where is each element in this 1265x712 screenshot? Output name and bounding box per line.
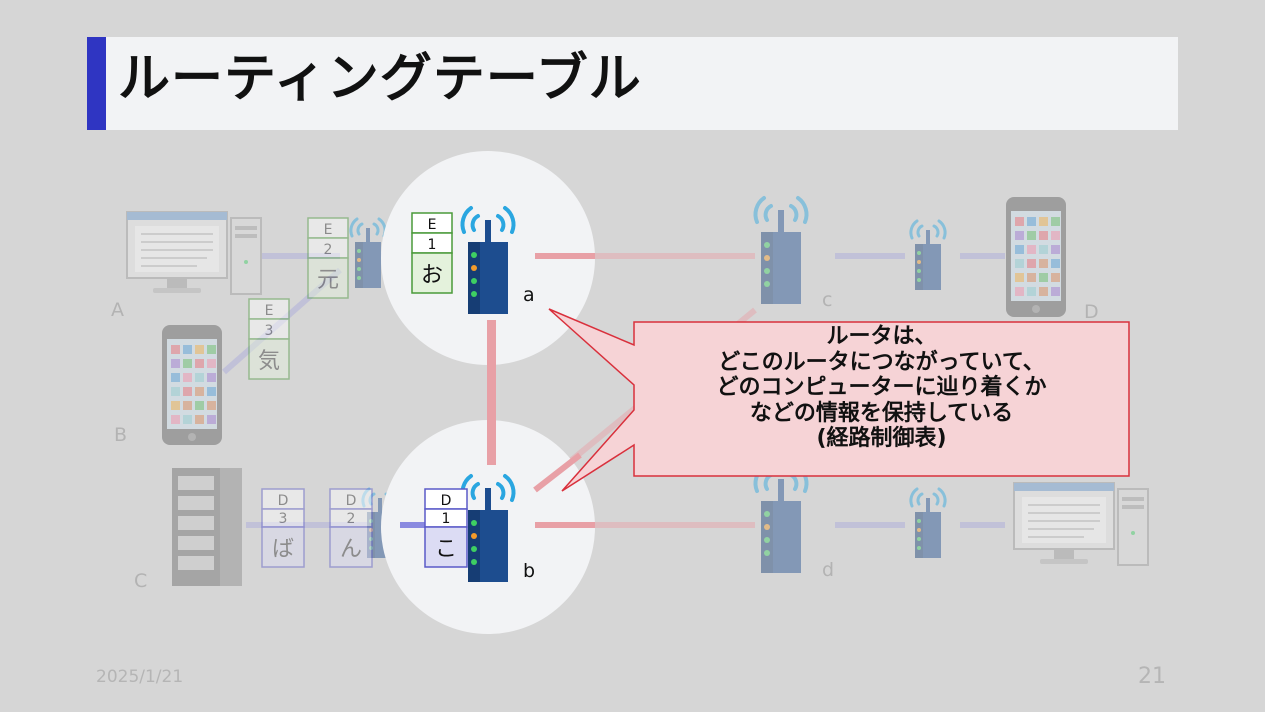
packet-n-dest: D bbox=[346, 493, 357, 509]
smartphone-D-icon bbox=[1006, 197, 1066, 317]
router-label-b: b bbox=[523, 560, 535, 582]
router-c-icon bbox=[753, 196, 809, 306]
packet-ki-dest: E bbox=[265, 303, 274, 319]
packet-ko-char: こ bbox=[435, 537, 457, 562]
packet-o-dest: E bbox=[428, 217, 437, 233]
node-label-D-phone: D bbox=[1084, 301, 1099, 323]
node-label-B: B bbox=[114, 424, 127, 446]
router-right-top-icon bbox=[909, 219, 947, 292]
packet-ba-char: ば bbox=[272, 537, 294, 562]
packet-n-char: ん bbox=[340, 537, 362, 562]
callout-text: ルータは、 どこのルータにつながっていて、 どのコンピューターに辿り着くか など… bbox=[634, 322, 1129, 477]
router-label-d: d bbox=[822, 559, 834, 581]
callout-line-1: ルータは、 bbox=[826, 324, 937, 349]
title-band bbox=[87, 37, 1178, 130]
node-label-A: A bbox=[111, 299, 124, 321]
packet-ko: D 1 こ bbox=[424, 488, 468, 568]
packet-n-hop: 2 bbox=[347, 511, 356, 527]
packet-ko-dest: D bbox=[441, 493, 452, 509]
packet-ba-dest: D bbox=[278, 493, 289, 509]
packet-ki-hop: 3 bbox=[265, 323, 274, 339]
packet-ko-hop: 1 bbox=[442, 511, 451, 527]
packet-o-char: お bbox=[421, 263, 443, 288]
packet-n: D 2 ん bbox=[329, 488, 373, 568]
callout-line-2: どこのルータにつながっていて、 bbox=[718, 349, 1045, 375]
router-left-top-icon bbox=[349, 217, 387, 290]
router-d-icon bbox=[753, 465, 809, 575]
packet-gen: E 2 元 bbox=[307, 217, 349, 299]
footer-date: 2025/1/21 bbox=[96, 667, 184, 687]
packet-o-hop: 1 bbox=[428, 237, 437, 253]
packet-o: E 1 お bbox=[411, 212, 453, 294]
packet-ki-char: 気 bbox=[258, 349, 280, 374]
packet-ki: E 3 気 bbox=[248, 298, 290, 380]
packet-gen-hop: 2 bbox=[324, 242, 333, 258]
page-number: 21 bbox=[1138, 664, 1166, 689]
smartphone-B-icon bbox=[162, 325, 222, 445]
callout-line-5: (経路制御表) bbox=[816, 426, 947, 452]
packet-gen-char: 元 bbox=[317, 268, 339, 293]
server-C-icon bbox=[172, 468, 242, 586]
title-accent-bar bbox=[87, 37, 106, 130]
callout-line-3: どのコンピューターに辿り着くか bbox=[716, 375, 1047, 401]
packet-ba: D 3 ば bbox=[261, 488, 305, 568]
link-a-b bbox=[487, 320, 496, 465]
packet-ba-hop: 3 bbox=[279, 511, 288, 527]
callout-line-4: などの情報を保持している bbox=[749, 400, 1014, 426]
router-label-a: a bbox=[523, 284, 535, 306]
callout-box bbox=[548, 308, 1130, 492]
packet-gen-dest: E bbox=[324, 222, 333, 238]
page-title: ルーティングテーブル bbox=[118, 49, 642, 109]
router-right-bottom-icon bbox=[909, 487, 947, 560]
computer-A-icon bbox=[126, 211, 262, 295]
link-B-router bbox=[222, 267, 342, 375]
computer-D-icon bbox=[1013, 482, 1149, 566]
router-label-c: c bbox=[822, 289, 832, 311]
node-label-C: C bbox=[134, 570, 147, 592]
